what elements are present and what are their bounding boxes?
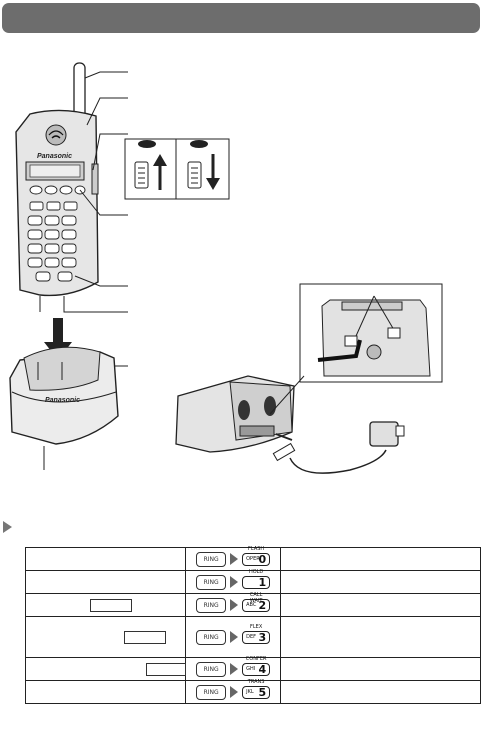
section-header-bar xyxy=(2,3,480,33)
ringer-switch-inset xyxy=(124,138,230,200)
arrow-icon xyxy=(230,686,239,698)
ring-key[interactable]: RING xyxy=(196,551,227,567)
power-adaptor xyxy=(272,421,405,474)
charger-base: Panasonic xyxy=(9,346,119,445)
arrow-icon xyxy=(230,576,239,588)
arrow-icon xyxy=(230,553,239,565)
phone-setup-illustration: Panasonic xyxy=(9,62,443,474)
base-rear-view xyxy=(175,375,295,453)
base-brand: Panasonic xyxy=(45,397,80,404)
ring-key[interactable]: RING xyxy=(196,597,227,613)
handset-brand: Panasonic xyxy=(37,153,72,160)
blank-box xyxy=(146,663,186,676)
arrow-icon xyxy=(230,631,239,643)
ring-key[interactable]: RING xyxy=(196,661,227,677)
arrow-icon xyxy=(230,663,239,675)
cord-routing-inset xyxy=(269,283,443,415)
handset: Panasonic xyxy=(15,109,99,297)
blank-box xyxy=(90,599,132,612)
ring-key[interactable]: RING xyxy=(196,684,227,700)
ring-key[interactable]: RING xyxy=(196,574,227,590)
section-arrow-icon xyxy=(3,521,12,533)
blank-box xyxy=(124,631,166,644)
arrow-icon xyxy=(230,599,239,611)
callout-lines xyxy=(39,71,128,470)
ring-key[interactable]: RING xyxy=(196,629,227,645)
